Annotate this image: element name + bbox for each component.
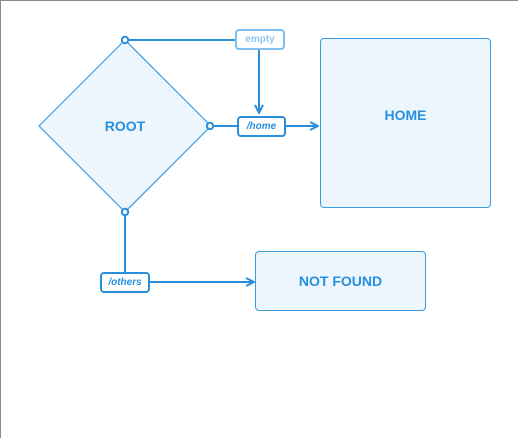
root-top-port[interactable] [120,35,130,45]
root-right-port[interactable] [205,121,215,131]
edge-label-home[interactable]: /home [237,116,286,137]
home-node[interactable]: HOME [320,38,491,208]
not-found-node[interactable]: NOT FOUND [255,251,426,311]
root-bottom-port[interactable] [120,207,130,217]
root-label: ROOT [104,118,146,134]
home-label: HOME [384,106,427,123]
not-found-label: NOT FOUND [298,273,383,289]
edge-label-empty[interactable]: empty [235,29,285,50]
edge-label-others[interactable]: /others [100,272,150,293]
